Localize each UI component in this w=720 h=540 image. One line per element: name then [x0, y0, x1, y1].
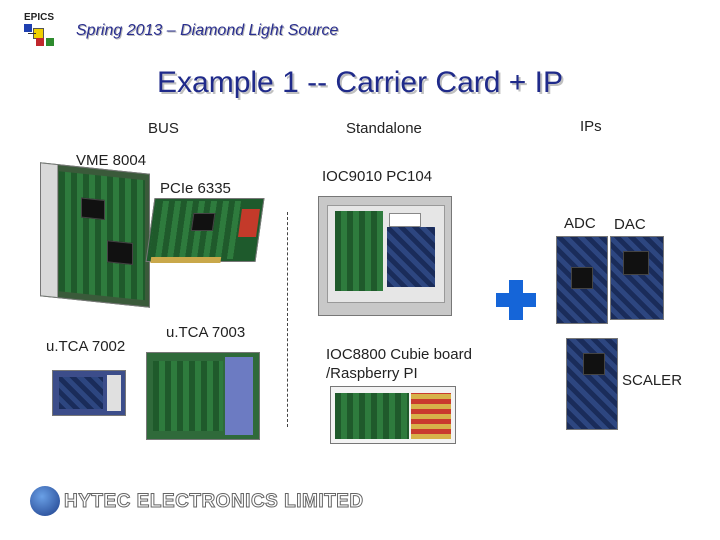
slide-title: Example 1 -- Carrier Card + IP [157, 66, 563, 99]
adc-ip-module-image [556, 236, 608, 324]
utca-7003-board-image [146, 352, 260, 440]
label-ioc9010: IOC9010 PC104 [322, 168, 433, 185]
label-utca-7003: u.TCA 7003 [166, 324, 246, 341]
label-adc: ADC [564, 215, 596, 232]
label-standalone: Standalone [346, 120, 422, 137]
epics-logo-icon [24, 24, 58, 48]
footer-company-name: HYTEC ELECTRONICS LIMITED [64, 491, 364, 513]
pcie-6335-board-image [145, 198, 265, 263]
label-scaler: SCALER [622, 372, 683, 389]
label-utca-7002: u.TCA 7002 [46, 338, 126, 355]
hytec-globe-logo [30, 486, 60, 516]
epics-logo-text: EPICS [24, 12, 55, 23]
vme-8004-board-image [40, 162, 150, 308]
label-dac: DAC [614, 216, 646, 233]
label-vme-8004: VME 8004 [76, 152, 147, 169]
ioc9010-pc104-image [318, 196, 452, 316]
plus-icon [496, 280, 536, 320]
scaler-ip-module-image [566, 338, 618, 430]
ioc8800-board-image [330, 386, 456, 444]
header-subtitle: Spring 2013 – Diamond Light Source [76, 22, 339, 39]
label-ioc8800: IOC8800 Cubie board /Raspberry PI [326, 346, 472, 382]
label-ips: IPs [580, 118, 602, 135]
label-bus: BUS [148, 120, 179, 137]
dac-ip-module-image [610, 236, 664, 320]
utca-7002-board-image [52, 370, 126, 416]
section-divider [287, 212, 288, 427]
label-pcie-6335: PCIe 6335 [160, 180, 231, 197]
